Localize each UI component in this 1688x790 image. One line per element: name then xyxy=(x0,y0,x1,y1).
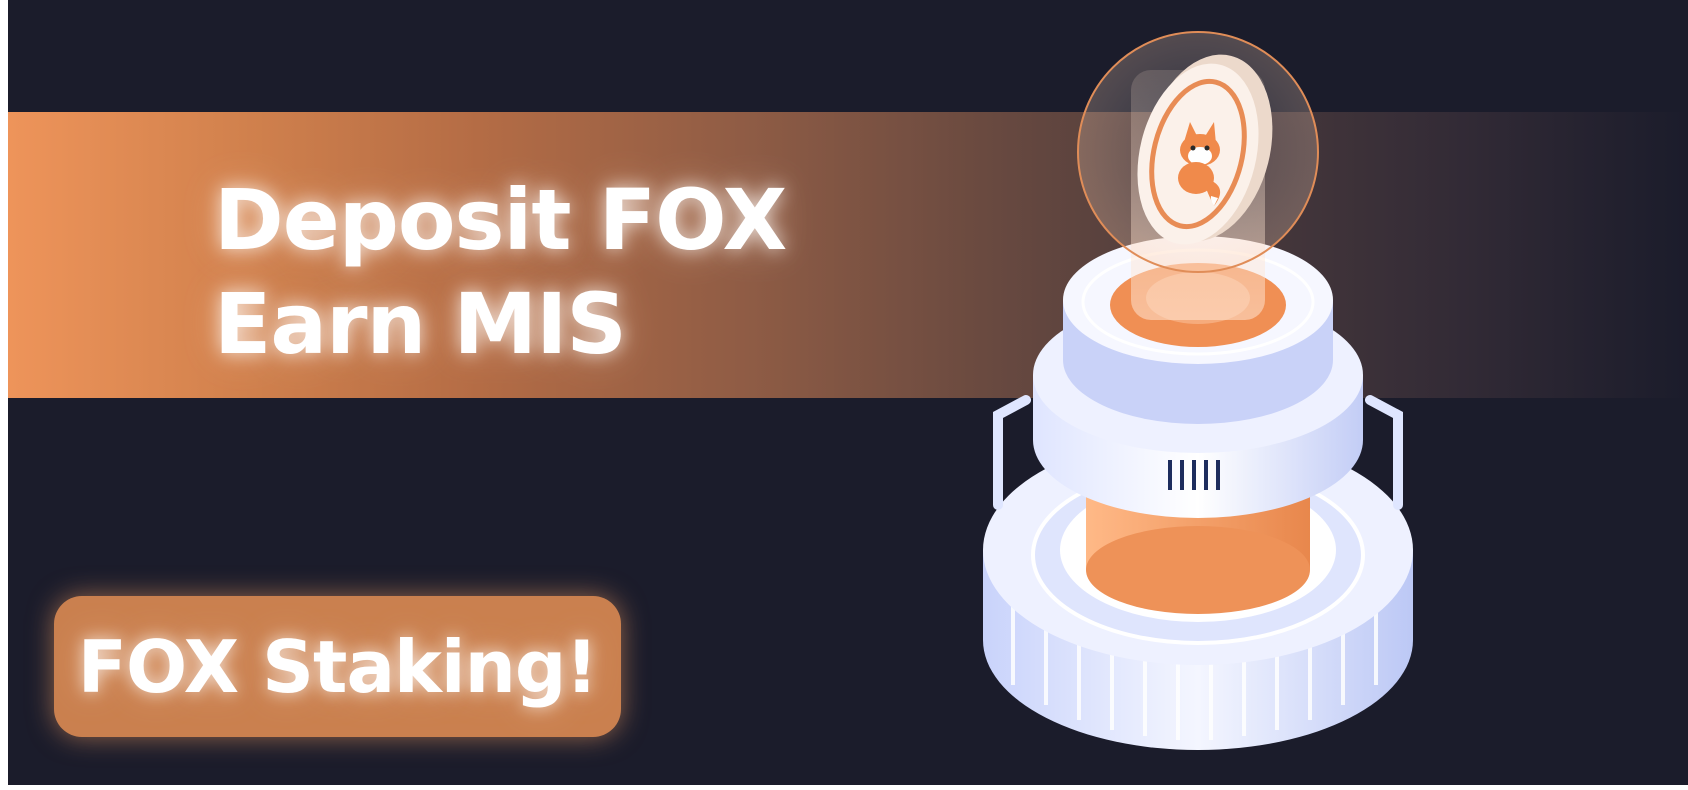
fox-staking-button-label: FOX Staking! xyxy=(77,624,598,709)
promo-banner: Deposit FOX Earn MIS FOX Staking! xyxy=(8,0,1688,785)
staking-machine-illustration xyxy=(983,31,1413,750)
fox-staking-button[interactable]: FOX Staking! xyxy=(54,596,621,737)
headline-line-earn: Earn MIS xyxy=(214,275,627,373)
machine-rails xyxy=(993,395,1403,510)
headline-stripe xyxy=(8,112,1688,398)
headline: Deposit FOX Earn MIS xyxy=(214,168,787,376)
fox-coin-icon xyxy=(1077,31,1319,273)
headline-line-deposit: Deposit FOX xyxy=(214,171,787,269)
